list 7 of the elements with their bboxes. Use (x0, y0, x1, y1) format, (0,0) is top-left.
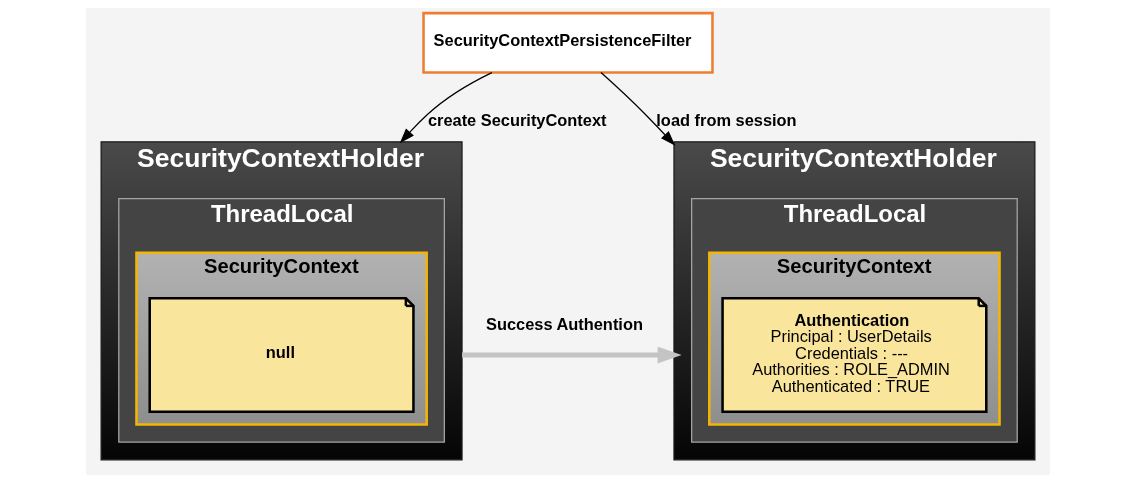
edge-label: load from session (655, 110, 797, 129)
edge-label: Success Authention (485, 315, 643, 334)
arrow (461, 346, 682, 364)
arrow (399, 71, 492, 144)
arrow (599, 71, 675, 146)
node-box: SecurityContextPersistenceFilter (421, 11, 714, 74)
edge-label: create SecurityContext (427, 110, 606, 129)
